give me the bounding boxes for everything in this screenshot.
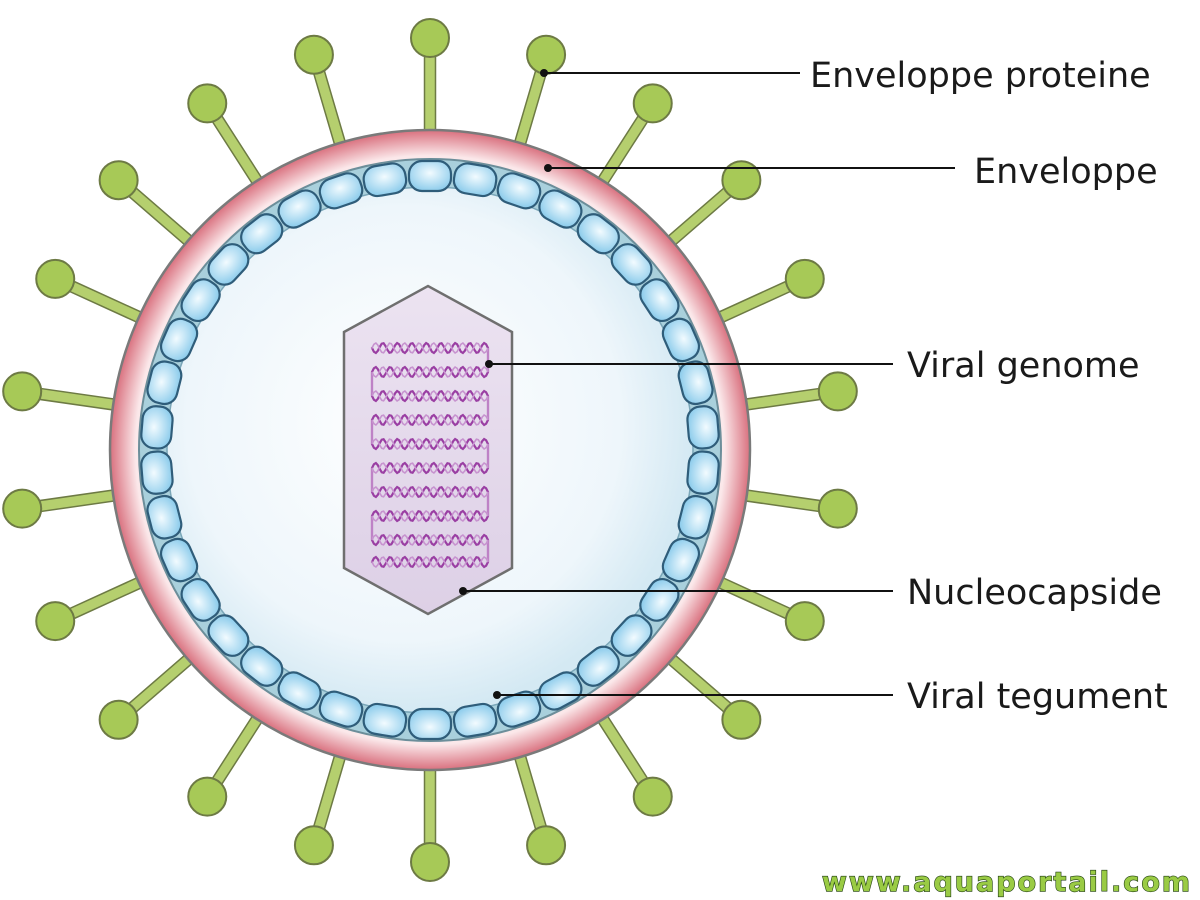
glycoprotein-spike-icon [293, 34, 334, 75]
glycoprotein-spike-icon [35, 601, 76, 642]
glycoprotein-spike-icon [187, 776, 228, 817]
glycoprotein-spike-icon [817, 488, 858, 529]
tegument-protein-icon [610, 243, 653, 286]
label-envelope-protein: Enveloppe proteine [810, 56, 1151, 96]
tegument-protein-icon [686, 450, 720, 495]
glycoprotein-spike-icon [526, 34, 567, 75]
tegument-protein-icon [677, 494, 714, 540]
tegument-protein-icon [140, 450, 174, 495]
leader-dot-nucleocapsid [459, 587, 467, 595]
tegument-protein-icon [610, 614, 653, 657]
glycoprotein-spike-icon [2, 488, 43, 529]
tegument-protein-icon [146, 360, 183, 406]
glycoprotein-spike-icon [410, 842, 450, 882]
tegument-protein-icon [159, 537, 199, 583]
glycoprotein-spike-icon [35, 258, 76, 299]
tegument-protein-icon [496, 172, 542, 210]
glycoprotein-spike-icon [632, 776, 673, 817]
tegument-protein-icon [452, 162, 498, 198]
glycoprotein-spike-icon [632, 83, 673, 124]
glycoprotein-spike-icon [784, 258, 825, 299]
viral-genome-strand-complement [371, 341, 489, 569]
tegument-protein-icon [686, 405, 720, 450]
leader-dot-viral-tegument [493, 691, 501, 699]
tegument-protein-icon [407, 707, 453, 741]
glycoprotein-spike-icon [187, 83, 228, 124]
tegument-protein-icon [318, 172, 364, 210]
tegument-protein-icon [180, 577, 221, 622]
leader-dot-viral-genome [485, 360, 493, 368]
tegument-protein-icon [277, 671, 322, 711]
tegument-protein-icon [661, 317, 701, 363]
tegument-protein-icon [159, 317, 199, 363]
label-viral-genome: Viral genome [907, 346, 1140, 386]
glycoprotein-spike-icon [293, 825, 334, 866]
label-leaders [459, 69, 955, 699]
tegument-protein-icon [677, 360, 714, 406]
tegument-protein-icon [240, 213, 284, 255]
tegument-protein-icon [146, 494, 183, 540]
tegument-protein-icon [576, 645, 620, 687]
tegument-protein-icon [576, 213, 620, 255]
label-envelope: Enveloppe [974, 152, 1158, 192]
glycoprotein-spike-icon [721, 160, 762, 201]
glycoprotein-spike-icon [784, 601, 825, 642]
tegument-protein-icon [452, 702, 498, 738]
label-viral-tegument: Viral tegument [907, 677, 1168, 717]
leader-dot-envelope-protein [540, 69, 548, 77]
tegument-protein-icon [140, 405, 174, 450]
tegument-proteins [140, 159, 720, 741]
tegument-protein-icon [538, 671, 583, 711]
tegument-protein-icon [180, 278, 221, 323]
tegument-protein-icon [661, 537, 701, 583]
glycoprotein-spike-icon [2, 371, 43, 412]
glycoprotein-spike-icon [721, 699, 762, 740]
tegument-protein-icon [277, 189, 322, 229]
glycoprotein-spike-icon [98, 699, 139, 740]
glycoprotein-spike-icon [817, 371, 858, 412]
label-nucleocapsid: Nucleocapside [907, 573, 1162, 613]
tegument-protein-icon [362, 162, 408, 198]
tegument-protein-icon [240, 645, 284, 687]
tegument-protein-icon [207, 614, 250, 657]
tegument-protein-icon [639, 278, 680, 323]
tegument-protein-icon [207, 243, 250, 286]
watermark-logo: www.aquaportail.com [822, 867, 1192, 898]
glycoprotein-spike-icon [98, 160, 139, 201]
leader-dot-envelope [544, 164, 552, 172]
tegument-protein-icon [362, 702, 408, 738]
tegument-protein-icon [407, 159, 453, 193]
glycoprotein-spike-icon [526, 825, 567, 866]
glycoprotein-spike-icon [410, 18, 450, 58]
tegument-protein-icon [538, 189, 583, 229]
tegument-protein-icon [318, 690, 364, 728]
